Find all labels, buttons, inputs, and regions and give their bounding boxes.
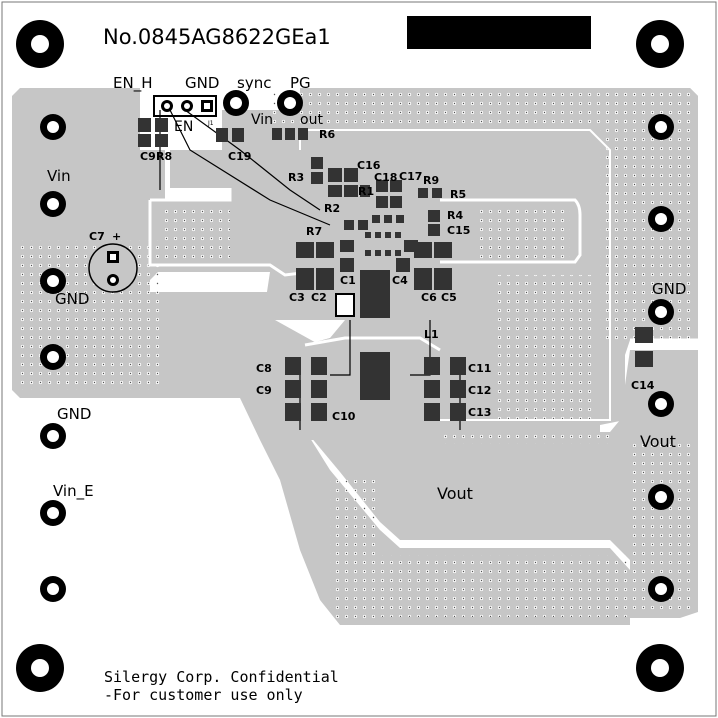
footer-confidential: Silergy Corp. Confidential	[104, 668, 339, 686]
label-c7-plus: +	[112, 230, 121, 243]
smd-pads	[138, 118, 653, 421]
label-c7: C7	[89, 230, 105, 243]
label-r8: R8	[156, 150, 172, 163]
label-r9: R9	[423, 174, 439, 187]
label-c12: C12	[468, 384, 491, 397]
j1-header	[153, 95, 217, 117]
label-r5: R5	[450, 188, 466, 201]
label-c11: C11	[468, 362, 491, 375]
label-r6: R6	[319, 128, 335, 141]
isolation-trace-right	[440, 198, 582, 264]
label-vout-right: Vout	[640, 432, 676, 451]
label-sync: sync	[237, 74, 271, 92]
mounting-holes	[16, 20, 684, 692]
label-c1: C1	[340, 274, 356, 287]
via-field-right-inner	[480, 205, 570, 260]
label-c9-top: C9	[140, 150, 156, 163]
label-vin: Vin	[47, 167, 71, 185]
label-vin-small: Vin	[251, 112, 273, 128]
label-r1: R1	[358, 185, 374, 198]
label-c9: C9	[256, 384, 272, 397]
c7-capacitor	[88, 243, 138, 293]
label-c4: C4	[392, 274, 408, 287]
part-number: No.0845AG8622GEa1	[103, 25, 331, 49]
label-pg: PG	[290, 74, 311, 92]
terminal-posts	[40, 90, 674, 602]
label-c10: C10	[332, 410, 356, 423]
footer-customer-use: -For customer use only	[104, 686, 303, 704]
label-gnd-left2: GND	[57, 405, 91, 423]
label-c2: C2	[311, 291, 327, 304]
label-c14: C14	[631, 379, 655, 392]
via-field-bottom-left	[330, 480, 380, 620]
label-c6: C6	[421, 291, 437, 304]
label-en: EN	[174, 119, 193, 135]
label-l1: L1	[424, 328, 439, 341]
isolation-trace-left	[148, 188, 311, 277]
via-field-bottom	[380, 555, 630, 617]
label-j1: J1	[207, 120, 214, 127]
label-c17: C17	[399, 170, 422, 183]
label-gnd-top: GND	[185, 74, 219, 92]
via-field-vout-edge	[440, 432, 610, 444]
label-en-h: EN_H	[113, 74, 152, 93]
via-field-left-inner	[160, 205, 230, 265]
label-gnd-left: GND	[55, 290, 89, 308]
label-c8: C8	[256, 362, 272, 375]
label-gnd-right: GND	[652, 280, 686, 298]
label-r7: R7	[306, 225, 322, 238]
label-vout-center: Vout	[437, 484, 473, 503]
via-field-right	[600, 90, 695, 340]
label-c19: C19	[228, 150, 251, 163]
d-footprint	[335, 293, 355, 317]
label-c15: C15	[447, 224, 470, 237]
label-c13: C13	[468, 406, 491, 419]
label-c3: C3	[289, 291, 305, 304]
label-r4: R4	[447, 209, 463, 222]
label-c16: C16	[357, 159, 381, 172]
via-field-mid-right	[495, 275, 595, 425]
label-c18: C18	[374, 171, 397, 184]
label-vin-e: Vin_E	[53, 482, 94, 501]
label-r2: R2	[324, 202, 340, 215]
label-r3: R3	[288, 171, 304, 184]
label-c5: C5	[441, 291, 457, 304]
vout-pour	[305, 338, 698, 618]
label-out-small: out	[300, 112, 323, 128]
redacted-block	[407, 16, 591, 49]
